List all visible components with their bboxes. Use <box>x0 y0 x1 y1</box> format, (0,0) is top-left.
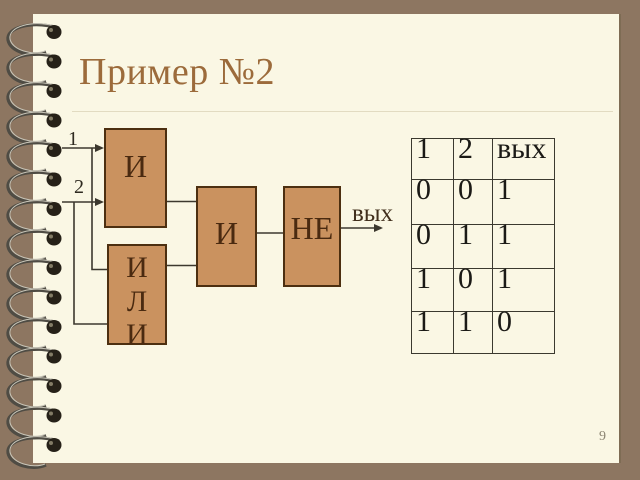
truth-table-header-cell: 2 <box>453 134 493 180</box>
truth-table-cell: 0 <box>453 175 493 225</box>
truth-table-row: 1 1 0 <box>411 307 555 354</box>
gate-or-label-line1: И <box>126 251 148 284</box>
truth-table: 1 2 вых 0 0 1 0 1 1 1 0 1 1 1 0 <box>411 134 555 354</box>
truth-table-cell: 1 <box>453 220 493 269</box>
gate-and-2-label: И <box>214 215 239 251</box>
output-label: вых <box>352 200 394 227</box>
spiral-binding-icon <box>6 22 64 469</box>
gate-or: И Л И <box>107 244 167 351</box>
truth-table-header-row: 1 2 вых <box>411 134 555 180</box>
input-2-label: 2 <box>74 176 84 198</box>
title-divider <box>72 111 613 112</box>
truth-table-cell: 1 <box>492 175 555 225</box>
truth-table-cell: 1 <box>492 264 555 312</box>
truth-table-cell: 1 <box>492 220 555 269</box>
truth-table-header-cell: вых <box>492 134 555 180</box>
truth-table-row: 0 0 1 <box>411 175 555 225</box>
input-1-label: 1 <box>68 128 78 150</box>
gate-not: НЕ <box>283 186 341 287</box>
truth-table-row: 1 0 1 <box>411 264 555 312</box>
slide-page-number: 9 <box>599 429 606 444</box>
gate-or-label-line2: Л <box>126 284 148 318</box>
truth-table-row: 0 1 1 <box>411 220 555 269</box>
gate-and-1: И <box>104 128 167 228</box>
truth-table-cell: 0 <box>411 220 454 269</box>
gate-or-label-line3: И <box>126 318 148 351</box>
gate-and-2: И <box>196 186 257 287</box>
page-title: Пример №2 <box>79 51 275 93</box>
truth-table-cell: 0 <box>453 264 493 312</box>
truth-table-cell: 1 <box>411 307 454 354</box>
gate-and-1-label: И <box>123 148 148 184</box>
truth-table-cell: 0 <box>411 175 454 225</box>
truth-table-cell: 0 <box>492 307 555 354</box>
gate-not-label: НЕ <box>290 210 334 246</box>
truth-table-cell: 1 <box>453 307 493 354</box>
